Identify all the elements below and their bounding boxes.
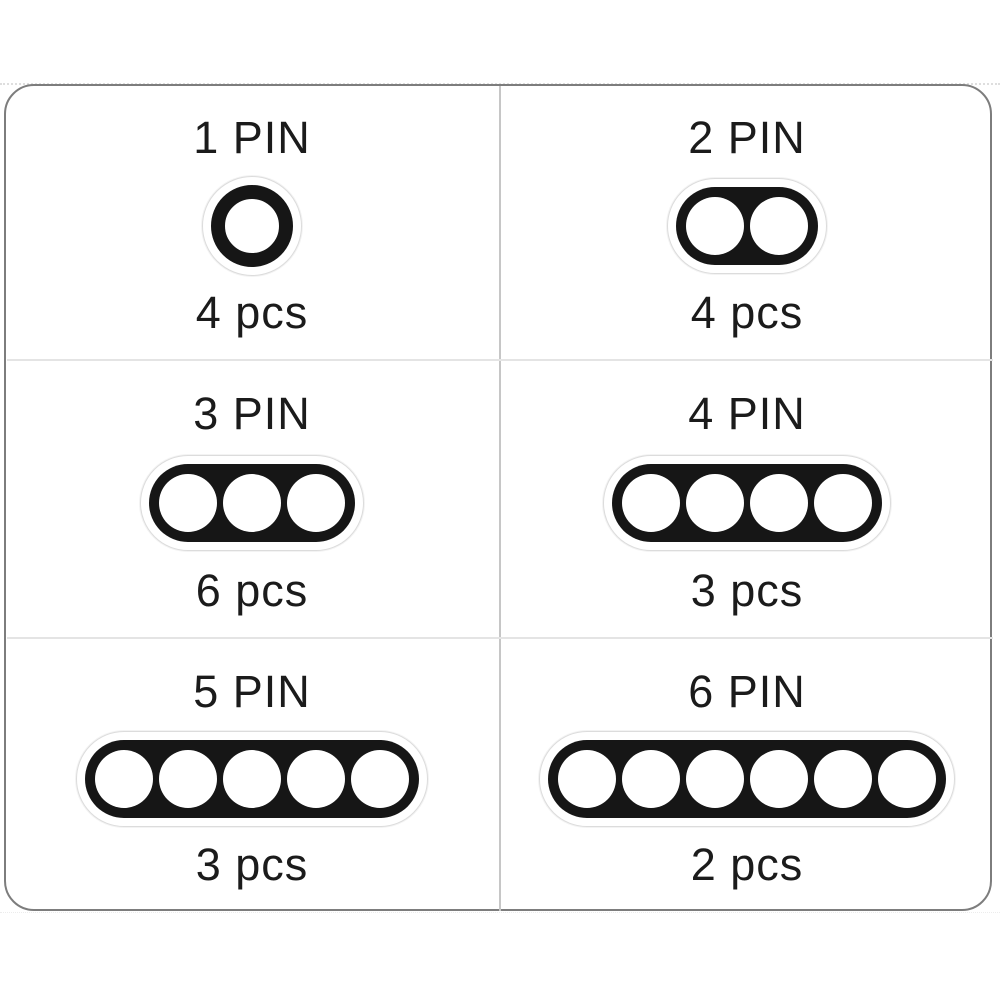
connector-hole xyxy=(750,750,808,808)
connector-body xyxy=(548,740,946,818)
cell-4-pin: 4 PIN 3 pcs xyxy=(502,362,992,636)
connector-1pin-icon xyxy=(202,176,302,276)
pin-count-label: 4 PIN xyxy=(688,388,806,439)
pin-count-label: 3 PIN xyxy=(193,388,311,439)
pin-count-label: 5 PIN xyxy=(193,666,311,717)
horizontal-divider-2 xyxy=(7,637,993,639)
connector-hole xyxy=(223,474,281,532)
cell-1-pin: 1 PIN 4 pcs xyxy=(6,86,498,358)
cell-6-pin: 6 PIN 2 pcs xyxy=(502,640,992,910)
connector-hole xyxy=(814,750,872,808)
connector-hole xyxy=(211,185,293,267)
connector-hole xyxy=(686,750,744,808)
connector-hole xyxy=(159,750,217,808)
quantity-label: 2 pcs xyxy=(690,839,804,891)
connector-6pin-icon xyxy=(539,731,955,827)
connector-hole xyxy=(622,750,680,808)
connector-hole xyxy=(287,474,345,532)
pin-count-label: 6 PIN xyxy=(688,666,806,717)
bottom-seam-line xyxy=(0,912,1000,913)
connector-hole xyxy=(750,474,808,532)
connector-body xyxy=(676,187,818,265)
connector-hole xyxy=(686,474,744,532)
connector-3pin-icon xyxy=(140,455,364,551)
connector-hole xyxy=(750,197,808,255)
connector-hole xyxy=(622,474,680,532)
connector-2pin-icon xyxy=(667,178,827,274)
connector-hole xyxy=(351,750,409,808)
cell-5-pin: 5 PIN 3 pcs xyxy=(6,640,498,910)
cell-2-pin: 2 PIN 4 pcs xyxy=(502,86,992,358)
connector-hole xyxy=(814,474,872,532)
quantity-label: 3 pcs xyxy=(690,565,804,617)
quantity-label: 3 pcs xyxy=(195,839,309,891)
connector-body xyxy=(612,464,882,542)
connector-hole xyxy=(287,750,345,808)
connector-hole xyxy=(558,750,616,808)
connector-body xyxy=(149,464,355,542)
panel-outline xyxy=(4,84,992,911)
connector-4pin-icon xyxy=(603,455,891,551)
connector-hole xyxy=(223,750,281,808)
connector-hole xyxy=(878,750,936,808)
pin-count-label: 1 PIN xyxy=(193,112,311,163)
horizontal-divider-1 xyxy=(7,359,993,361)
quantity-label: 6 pcs xyxy=(195,565,309,617)
connector-hole xyxy=(686,197,744,255)
connector-body xyxy=(85,740,419,818)
vertical-divider xyxy=(499,86,501,911)
quantity-label: 4 pcs xyxy=(690,287,804,339)
connector-hole xyxy=(159,474,217,532)
connector-5pin-icon xyxy=(76,731,428,827)
cell-3-pin: 3 PIN 6 pcs xyxy=(6,362,498,636)
pin-count-label: 2 PIN xyxy=(688,112,806,163)
connector-hole xyxy=(95,750,153,808)
quantity-label: 4 pcs xyxy=(195,287,309,339)
